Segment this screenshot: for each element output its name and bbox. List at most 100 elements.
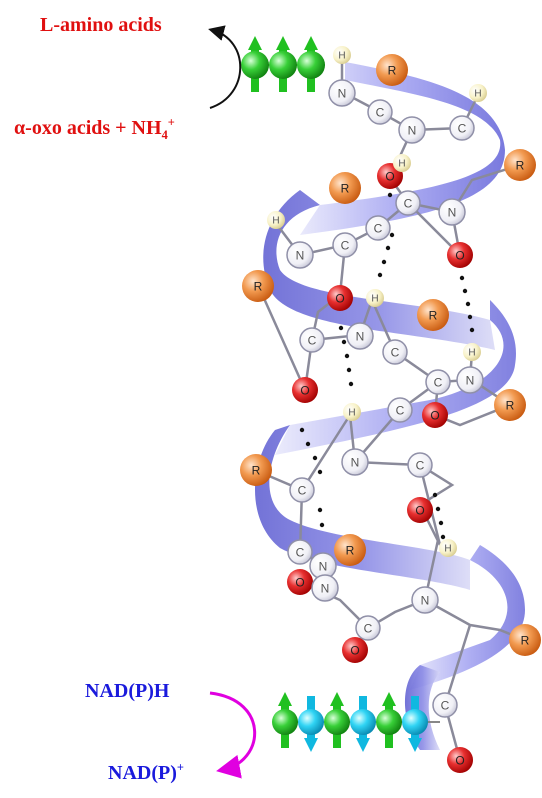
atom-h-38: H xyxy=(439,539,457,557)
atom-sphere xyxy=(287,539,313,565)
atom-sphere xyxy=(411,586,439,614)
atom-label: N xyxy=(296,249,305,263)
atom-label: O xyxy=(455,754,464,768)
atom-n-5: N xyxy=(398,116,426,144)
atom-o-17: O xyxy=(447,242,473,268)
atom-sphere xyxy=(422,402,448,428)
atom-sphere xyxy=(439,539,457,557)
atom-label: R xyxy=(506,399,515,413)
atom-label: R xyxy=(388,64,397,78)
atom-label: H xyxy=(371,294,378,305)
atom-label: N xyxy=(321,582,330,596)
atom-h-9: H xyxy=(393,154,411,172)
atom-n-12: N xyxy=(438,198,466,226)
atom-label: R xyxy=(516,159,525,173)
atom-label: H xyxy=(444,544,451,555)
atom-sphere xyxy=(407,452,433,478)
nadp-base: NAD(P) xyxy=(108,762,177,784)
ribbon-turn-1 xyxy=(300,62,505,235)
nadp-sup: + xyxy=(176,760,184,775)
atom-sphere xyxy=(395,190,421,216)
atom-label: C xyxy=(296,546,305,560)
bead-chain-top xyxy=(241,36,325,92)
atom-sphere xyxy=(346,322,374,350)
atom-label: C xyxy=(416,459,425,473)
atom-label: C xyxy=(376,106,385,120)
atom-sphere xyxy=(469,84,487,102)
atom-sphere xyxy=(367,99,393,125)
atom-label: N xyxy=(448,206,457,220)
bead-b5 xyxy=(376,709,402,735)
atom-c-4: C xyxy=(367,99,393,125)
atom-n-43: N xyxy=(311,574,339,602)
atom-label: O xyxy=(335,292,344,306)
atom-sphere xyxy=(463,343,481,361)
atom-label: R xyxy=(341,182,350,196)
atom-label: C xyxy=(391,346,400,360)
atom-h-25: H xyxy=(463,343,481,361)
atom-sphere xyxy=(328,79,356,107)
atom-c-35: C xyxy=(407,452,433,478)
atom-sphere xyxy=(242,270,274,302)
atom-n-14: N xyxy=(286,241,314,269)
atom-sphere xyxy=(311,574,339,602)
atom-o-28: O xyxy=(292,377,318,403)
top-reaction-arrow-icon xyxy=(208,25,242,109)
atom-h-3: H xyxy=(469,84,487,102)
atom-sphere xyxy=(299,327,325,353)
atom-h-20: H xyxy=(366,289,384,307)
atom-label: C xyxy=(404,197,413,211)
atom-sphere xyxy=(447,747,473,773)
atom-sphere xyxy=(286,241,314,269)
atom-label: C xyxy=(458,122,467,136)
oxo-sup: + xyxy=(167,115,175,130)
atom-sphere xyxy=(438,198,466,226)
atom-label: H xyxy=(338,51,345,62)
bead-1 xyxy=(241,51,269,79)
bead-b1 xyxy=(272,709,298,735)
label-l-amino-acids: L-amino acids xyxy=(40,14,162,36)
atom-sphere xyxy=(449,115,475,141)
atom-sphere xyxy=(387,397,413,423)
atom-label: N xyxy=(421,594,430,608)
atom-n-2: N xyxy=(328,79,356,107)
oxo-prefix: α-oxo acids + NH xyxy=(14,117,162,139)
atom-c-6: C xyxy=(449,115,475,141)
ribbon-turn-3 xyxy=(275,300,516,455)
atom-h-13: H xyxy=(267,211,285,229)
atom-sphere xyxy=(417,299,449,331)
atom-sphere xyxy=(329,172,361,204)
atom-label: O xyxy=(295,576,304,590)
atom-r-21: R xyxy=(417,299,449,331)
atom-label: R xyxy=(254,280,263,294)
atom-label: N xyxy=(466,374,475,388)
atom-r-1: R xyxy=(376,54,408,86)
atom-r-30: R xyxy=(494,389,526,421)
bead-3 xyxy=(297,51,325,79)
atom-sphere xyxy=(407,497,433,523)
atom-sphere xyxy=(332,232,358,258)
atom-label: H xyxy=(272,216,279,227)
atom-c-24: C xyxy=(382,339,408,365)
atom-c-26: C xyxy=(425,369,451,395)
atom-c-40: C xyxy=(287,539,313,565)
atom-label: R xyxy=(252,464,261,478)
atom-o-36: O xyxy=(407,497,433,523)
atom-label: C xyxy=(434,376,443,390)
atom-sphere xyxy=(240,454,272,486)
atom-c-22: C xyxy=(299,327,325,353)
atom-label: R xyxy=(429,309,438,323)
atom-sphere xyxy=(382,339,408,365)
atom-c-16: C xyxy=(365,215,391,241)
atom-sphere xyxy=(432,692,458,718)
atom-o-46: O xyxy=(342,637,368,663)
atom-sphere xyxy=(267,211,285,229)
atom-r-7: R xyxy=(504,149,536,181)
atom-c-44: C xyxy=(355,615,381,641)
atom-sphere xyxy=(289,477,315,503)
atom-r-18: R xyxy=(242,270,274,302)
atom-label: C xyxy=(374,222,383,236)
label-oxo-acids: α-oxo acids + NH4+ xyxy=(14,115,175,141)
atom-r-10: R xyxy=(329,172,361,204)
